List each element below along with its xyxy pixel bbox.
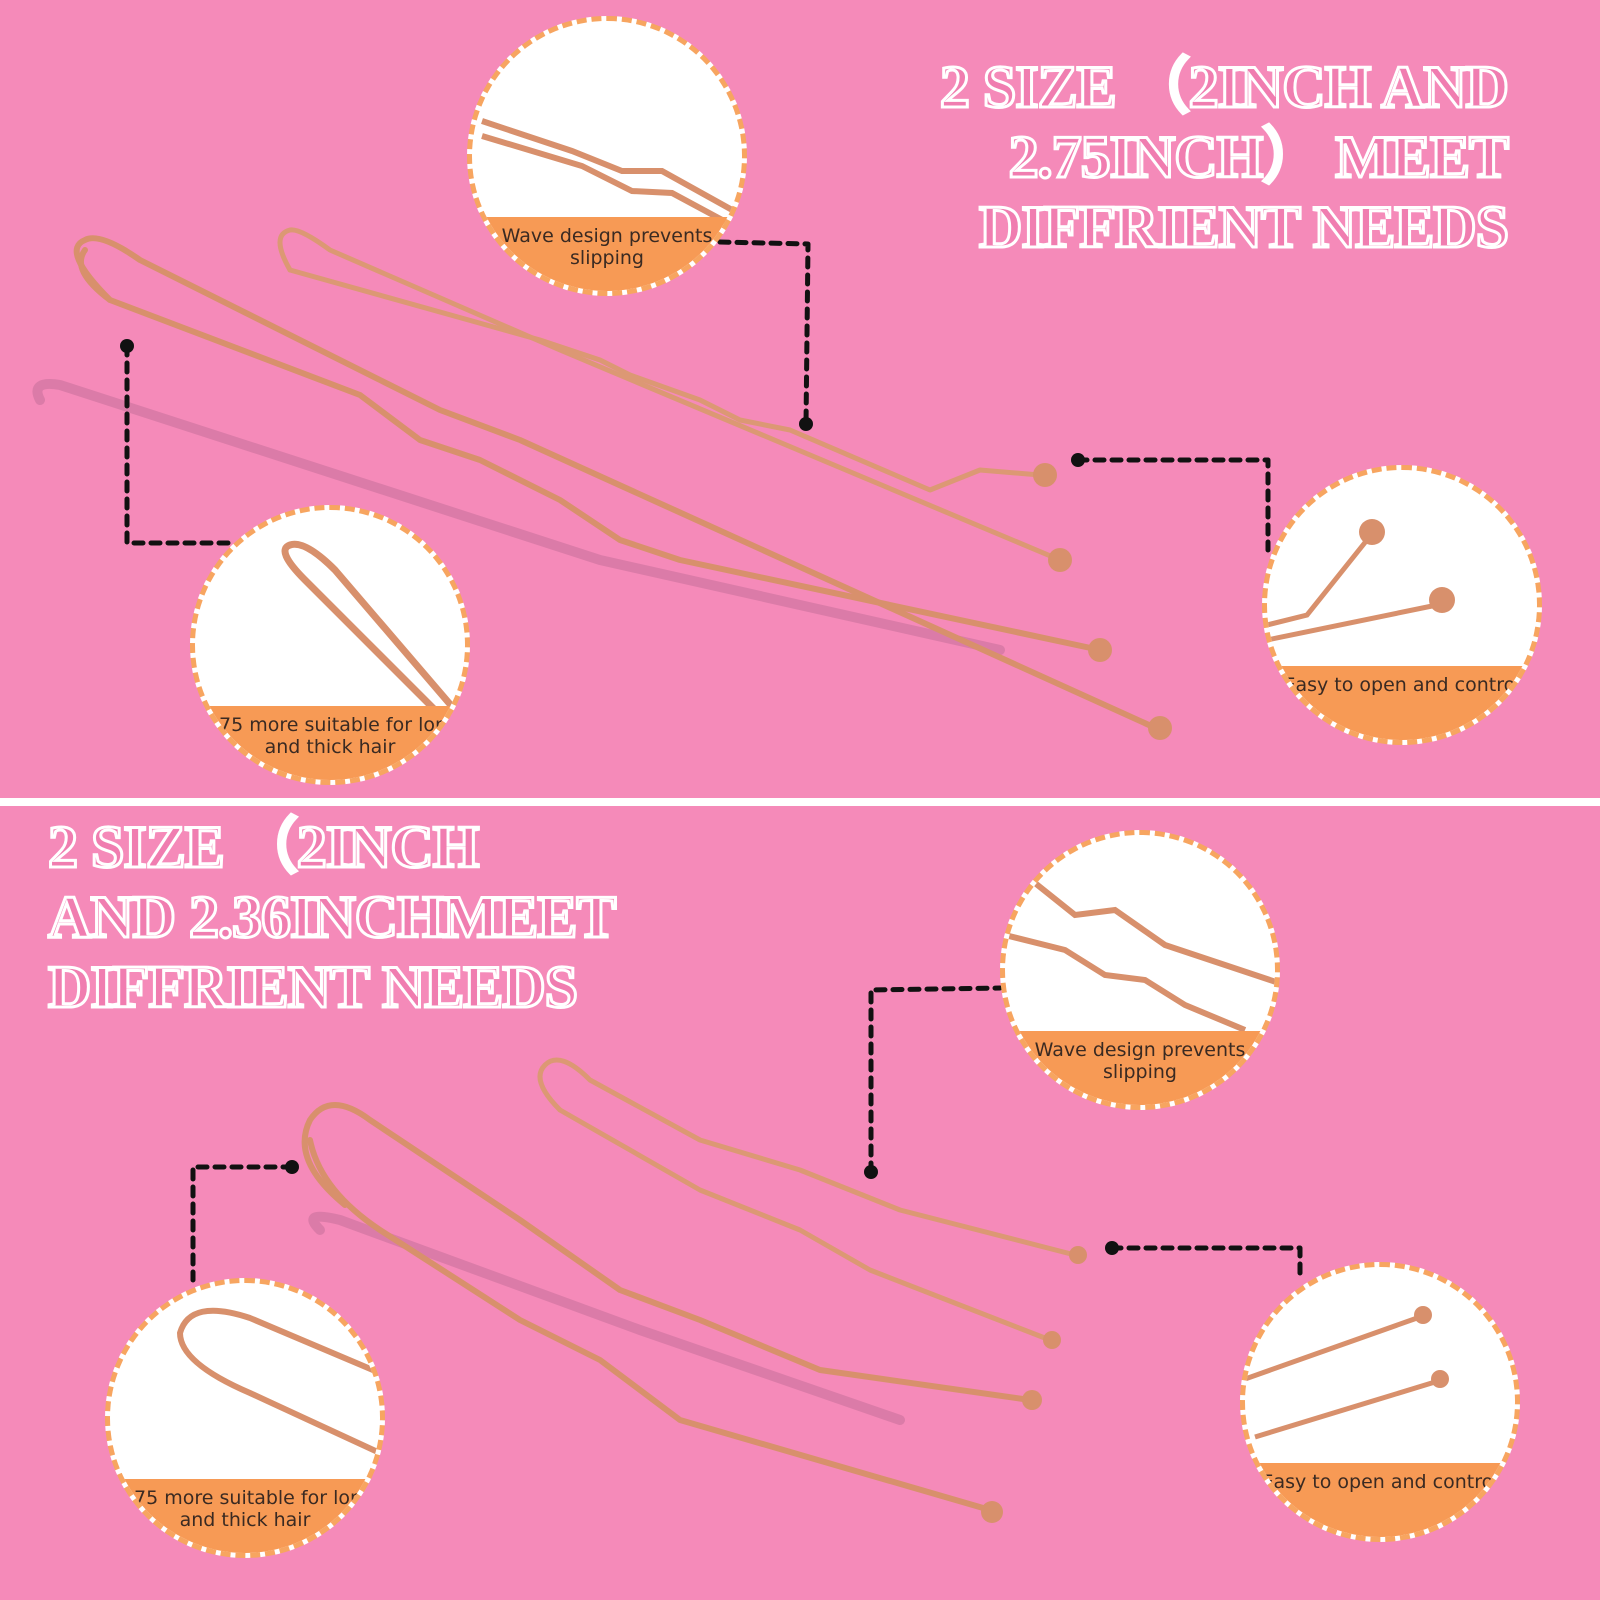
pin-tip-closeup-icon [1245, 1306, 1449, 1440]
panel-divider [0, 798, 1600, 806]
callout-open-top: Easy to open and control [1262, 465, 1542, 745]
top-headline: 2 SIZE （2INCH AND 2.75INCH） MEET DIFFRIE… [938, 53, 1510, 262]
callout-text: Wave design prevents slipping [1005, 1031, 1275, 1105]
callout-wave-design-bottom: Wave design prevents slipping [1000, 830, 1280, 1110]
pin-tip-closeup-icon [1267, 519, 1455, 643]
wave-closeup-icon [481, 118, 742, 235]
callout-wave-design-top: Wave design prevents slipping [467, 16, 747, 296]
pin-loop-closeup-icon [281, 540, 458, 713]
callout-text: Wave design prevents slipping [472, 217, 742, 291]
leader-lines [124, 239, 1303, 1283]
bottom-headline: 2 SIZE （2INCH AND 2.36INCHMEET DIFFRIENT… [46, 813, 617, 1022]
callout-text: 2.75 more suitable for long and thick ha… [110, 1479, 380, 1553]
callout-text: 2.75 more suitable for long and thick ha… [195, 706, 465, 780]
u-pin-closeup-icon [176, 1307, 380, 1456]
callout-length-bottom: 2.75 more suitable for long and thick ha… [105, 1278, 385, 1558]
callout-length-top: 2.75 more suitable for long and thick ha… [190, 505, 470, 785]
u-pin-small [537, 1057, 1078, 1343]
bobby-pin-small [277, 227, 1063, 563]
u-pin-large [301, 1102, 1033, 1513]
callout-text: Easy to open and control [1245, 1463, 1515, 1537]
callout-open-bottom: Easy to open and control [1240, 1262, 1520, 1542]
wave-closeup-icon [1005, 872, 1275, 1033]
callout-text: Easy to open and control [1267, 666, 1537, 740]
bobby-pin-large [73, 235, 1163, 733]
